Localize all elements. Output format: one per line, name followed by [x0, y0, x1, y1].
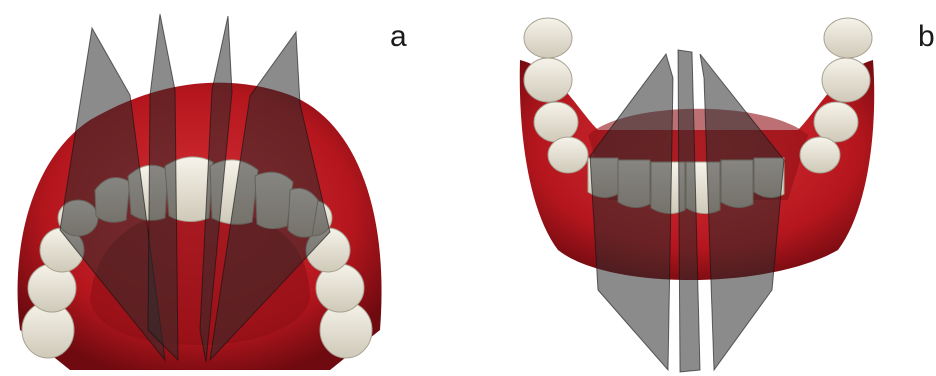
- plane-3: [700, 54, 784, 370]
- plane-2: [148, 14, 178, 360]
- panel-label-b: b: [918, 22, 935, 52]
- panel-a: a: [0, 0, 468, 376]
- cutting-planes: [590, 50, 784, 372]
- panel-label-a: a: [390, 22, 407, 52]
- upper-arch-render: [0, 0, 468, 376]
- lower-arch-render: [468, 0, 936, 376]
- plane-1: [590, 54, 673, 370]
- panel-b: b: [468, 0, 936, 376]
